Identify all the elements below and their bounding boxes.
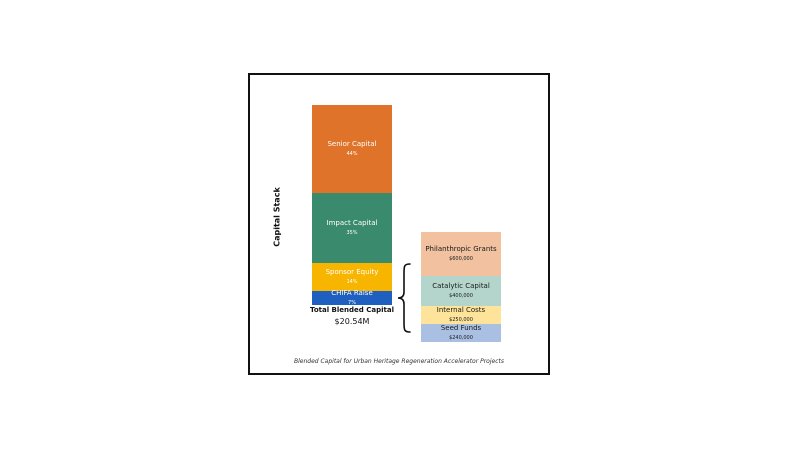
segment-label: Senior Capital <box>327 140 377 148</box>
segment-value: 14% <box>346 279 358 285</box>
left-stack-segment: Senior Capital 44% <box>312 105 392 193</box>
segment-label: Internal Costs <box>436 306 486 314</box>
segment-value: $240,000 <box>449 335 473 341</box>
segment-value: $600,000 <box>449 256 473 262</box>
right-stack-segment: Philanthropic Grants $600,000 <box>421 232 501 276</box>
segment-label: CHIFA Raise <box>331 289 373 297</box>
left-stack-segment: Sponsor Equity 14% <box>312 263 392 291</box>
total-blended-capital-label: Total Blended Capital <box>310 306 394 314</box>
segment-value: $250,000 <box>449 317 473 323</box>
segment-label: Philanthropic Grants <box>425 245 497 253</box>
segment-value: 35% <box>346 230 358 236</box>
segment-value: $400,000 <box>449 293 473 299</box>
segment-value: 44% <box>346 151 358 157</box>
segment-label: Catalytic Capital <box>432 282 490 290</box>
segment-label: Seed Funds <box>440 324 482 332</box>
total-blended-capital-value: $20.54M <box>334 317 370 326</box>
diagram-caption: Blended Capital for Urban Heritage Regen… <box>293 358 504 365</box>
y-axis-label: Capital Stack <box>272 187 282 247</box>
right-stack-segment: Catalytic Capital $400,000 <box>421 276 501 306</box>
segment-label: Sponsor Equity <box>325 268 379 276</box>
curly-brace-icon <box>397 263 411 333</box>
left-stack-segment: Impact Capital 35% <box>312 193 392 263</box>
segment-label: Impact Capital <box>326 219 378 227</box>
right-stack-segment: Internal Costs $250,000 <box>421 306 501 324</box>
segment-value: 7% <box>348 300 356 306</box>
right-stack-segment: Seed Funds $240,000 <box>421 324 501 342</box>
left-stack-segment: CHIFA Raise 7% <box>312 289 392 306</box>
